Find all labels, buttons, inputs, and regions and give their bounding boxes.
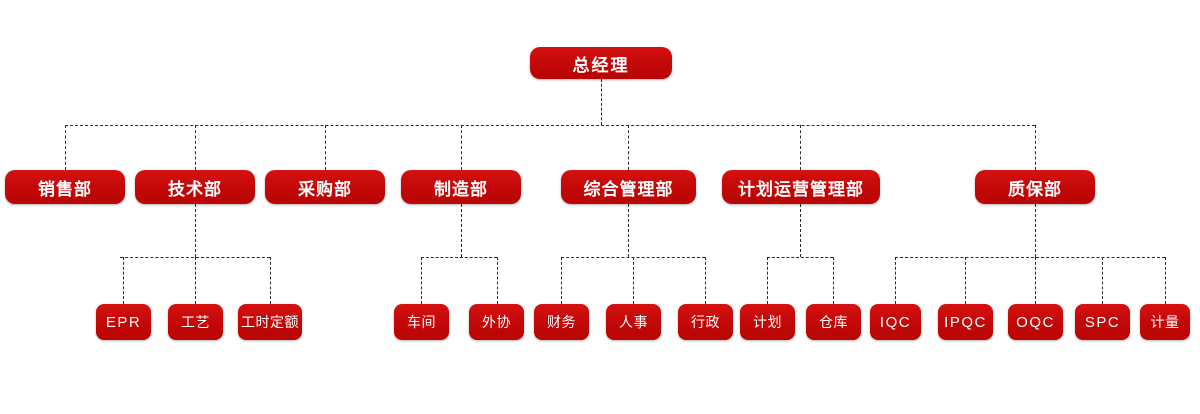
node-leaf-11[interactable]: IPQC — [938, 304, 993, 340]
connector-leaf-1-stem — [195, 257, 196, 304]
node-leaf-1[interactable]: 工艺 — [168, 304, 223, 340]
connector-department-0-stem — [65, 125, 66, 170]
connector-department-1-drop — [195, 204, 196, 257]
node-department-0[interactable]: 销售部 — [5, 170, 125, 204]
node-root-general-manager-label: 总经理 — [572, 55, 630, 75]
connector-department-4-stem — [628, 125, 629, 170]
node-leaf-8-label: 计划 — [753, 314, 782, 330]
connector-department-6-child-bus — [895, 257, 1165, 258]
connector-root-stem — [601, 79, 602, 125]
node-leaf-6-label: 人事 — [619, 314, 648, 330]
node-department-6[interactable]: 质保部 — [975, 170, 1095, 204]
node-department-5[interactable]: 计划运营管理部 — [722, 170, 880, 204]
connector-leaf-12-stem — [1035, 257, 1036, 304]
node-leaf-5[interactable]: 财务 — [534, 304, 589, 340]
connector-leaf-13-stem — [1102, 257, 1103, 304]
node-leaf-4-label: 外协 — [482, 314, 511, 330]
node-department-0-label: 销售部 — [38, 179, 92, 199]
node-leaf-2[interactable]: 工时定额 — [238, 304, 302, 340]
connector-department-2-stem — [325, 125, 326, 170]
node-leaf-10-label: IQC — [879, 313, 912, 331]
node-leaf-7-label: 行政 — [691, 314, 720, 330]
connector-department-3-drop — [461, 204, 462, 257]
node-leaf-5-label: 财务 — [547, 314, 576, 330]
connector-department-4-drop — [628, 204, 629, 257]
node-leaf-3[interactable]: 车间 — [394, 304, 449, 340]
node-leaf-8[interactable]: 计划 — [740, 304, 795, 340]
connector-department-3-child-bus — [421, 257, 497, 258]
node-leaf-0-label: EPR — [105, 313, 142, 331]
node-leaf-3-label: 车间 — [407, 314, 436, 330]
connector-department-6-drop — [1035, 204, 1036, 257]
node-leaf-13[interactable]: SPC — [1075, 304, 1130, 340]
node-leaf-10[interactable]: IQC — [870, 304, 921, 340]
connector-department-1-stem — [195, 125, 196, 170]
node-department-6-label: 质保部 — [1008, 179, 1062, 199]
connector-leaf-4-stem — [497, 257, 498, 304]
connector-leaf-14-stem — [1165, 257, 1166, 304]
connector-leaf-8-stem — [767, 257, 768, 304]
node-leaf-11-label: IPQC — [944, 313, 987, 331]
connector-leaf-10-stem — [895, 257, 896, 304]
node-root-general-manager[interactable]: 总经理 — [530, 47, 672, 79]
node-department-3[interactable]: 制造部 — [401, 170, 521, 204]
connector-leaf-2-stem — [270, 257, 271, 304]
connector-department-5-child-bus — [767, 257, 833, 258]
connector-department-5-stem — [800, 125, 801, 170]
node-department-3-label: 制造部 — [434, 179, 488, 199]
node-department-2-label: 采购部 — [298, 179, 352, 199]
node-department-1-label: 技术部 — [168, 179, 222, 199]
node-leaf-6[interactable]: 人事 — [606, 304, 661, 340]
node-leaf-1-label: 工艺 — [181, 314, 210, 330]
connector-department-3-stem — [461, 125, 462, 170]
connector-leaf-0-stem — [123, 257, 124, 304]
node-leaf-12-label: OQC — [1016, 313, 1055, 331]
node-leaf-7[interactable]: 行政 — [678, 304, 733, 340]
node-leaf-12[interactable]: OQC — [1008, 304, 1063, 340]
connector-leaf-7-stem — [705, 257, 706, 304]
node-leaf-0[interactable]: EPR — [96, 304, 151, 340]
connector-leaf-6-stem — [633, 257, 634, 304]
node-department-5-label: 计划运营管理部 — [738, 179, 864, 199]
connector-main-bus — [65, 125, 1035, 126]
connector-department-6-stem — [1035, 125, 1036, 170]
node-leaf-4[interactable]: 外协 — [469, 304, 524, 340]
node-leaf-14-label: 计量 — [1150, 314, 1180, 330]
connector-leaf-9-stem — [833, 257, 834, 304]
node-department-1[interactable]: 技术部 — [135, 170, 255, 204]
node-leaf-9-label: 仓库 — [819, 314, 848, 330]
connector-leaf-5-stem — [561, 257, 562, 304]
node-department-4[interactable]: 综合管理部 — [561, 170, 696, 204]
connector-leaf-11-stem — [965, 257, 966, 304]
node-department-2[interactable]: 采购部 — [265, 170, 385, 204]
node-leaf-13-label: SPC — [1084, 313, 1121, 331]
node-department-4-label: 综合管理部 — [583, 179, 674, 199]
node-leaf-2-label: 工时定额 — [241, 314, 299, 330]
connector-department-5-drop — [800, 204, 801, 257]
node-leaf-14[interactable]: 计量 — [1140, 304, 1190, 340]
connector-leaf-3-stem — [421, 257, 422, 304]
node-leaf-9[interactable]: 仓库 — [806, 304, 861, 340]
